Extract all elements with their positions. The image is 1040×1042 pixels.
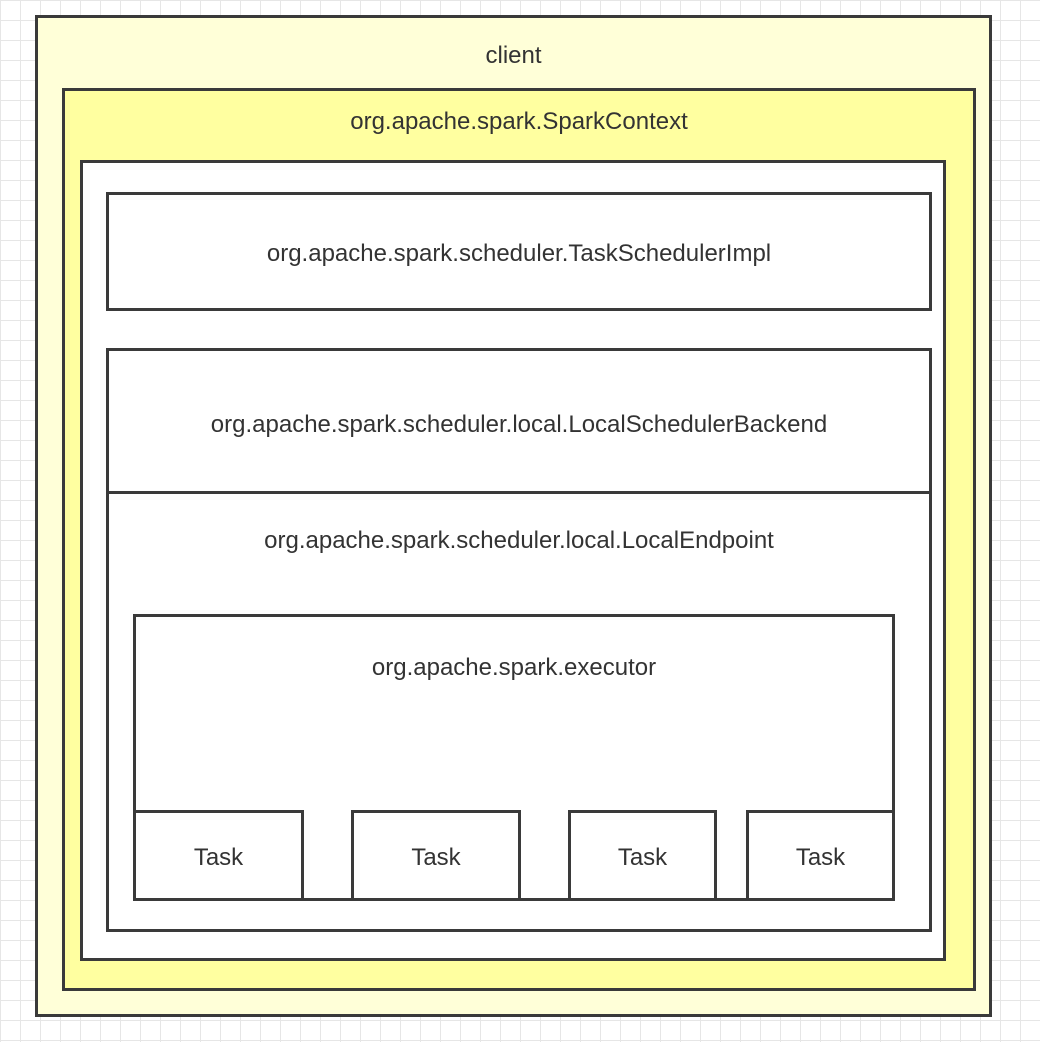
task-label: Task (411, 844, 461, 871)
task-scheduler-label: org.apache.spark.scheduler.TaskScheduler… (266, 240, 772, 267)
task-box-1[interactable]: Task (133, 810, 304, 901)
task-box-2[interactable]: Task (351, 810, 521, 901)
client-label: client (485, 42, 542, 69)
task-label: Task (617, 844, 668, 871)
local-scheduler-backend-label: org.apache.spark.scheduler.local.LocalSc… (210, 411, 828, 438)
task-box-3[interactable]: Task (568, 810, 717, 901)
task-box-4[interactable]: Task (746, 810, 895, 901)
spark-context-label: org.apache.spark.SparkContext (350, 108, 688, 135)
task-label: Task (193, 844, 244, 871)
local-endpoint-label: org.apache.spark.scheduler.local.LocalEn… (264, 527, 774, 554)
executor-label: org.apache.spark.executor (371, 654, 657, 681)
task-label: Task (795, 844, 846, 871)
task-scheduler-box[interactable]: org.apache.spark.scheduler.TaskScheduler… (106, 192, 932, 311)
backend-divider (106, 491, 932, 494)
